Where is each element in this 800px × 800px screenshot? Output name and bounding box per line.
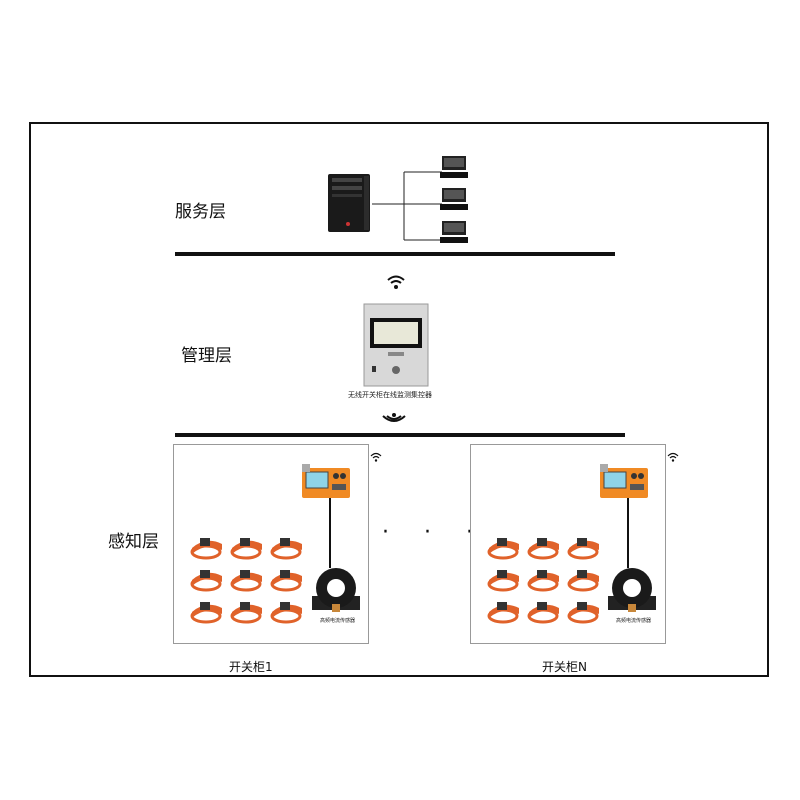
temperature-sensor-icon bbox=[190, 538, 222, 560]
temperature-sensor-icon bbox=[230, 570, 262, 592]
temperature-sensor-icon bbox=[487, 538, 519, 560]
network-connector-lines bbox=[372, 171, 442, 241]
perception-layer-label: 感知层 bbox=[108, 532, 159, 552]
wifi-icon bbox=[387, 275, 405, 289]
cabinet-1-controller-device bbox=[302, 464, 350, 498]
wifi-icon bbox=[667, 452, 679, 462]
temperature-sensor-icon bbox=[487, 570, 519, 592]
workstation-icon bbox=[440, 156, 468, 178]
cabinet-n-current-transformer bbox=[608, 568, 656, 612]
service-layer-divider bbox=[175, 252, 615, 256]
temperature-sensor-icon bbox=[190, 602, 222, 624]
management-layer-label: 管理层 bbox=[181, 346, 232, 366]
temperature-sensor-icon bbox=[527, 538, 559, 560]
diagram-frame bbox=[29, 122, 769, 677]
cabinet-1-ct-caption: 高频电流传感器 bbox=[320, 618, 356, 624]
service-layer-label: 服务层 bbox=[175, 202, 226, 222]
controller-caption: 无线开关柜在线监测集控器 bbox=[348, 391, 432, 399]
wifi-icon bbox=[370, 452, 382, 462]
management-layer-divider bbox=[175, 433, 625, 437]
workstation-icon bbox=[440, 188, 468, 210]
cabinet-1-sensor-grid bbox=[190, 538, 302, 624]
cabinet-n-ct-caption: 高频电流传感器 bbox=[616, 618, 652, 624]
cabinet-1-cable bbox=[329, 498, 331, 568]
controller-panel-device bbox=[363, 303, 429, 387]
cabinet-n-sensor-grid bbox=[487, 538, 599, 624]
cabinet-n-controller-device bbox=[600, 464, 648, 498]
server-tower-icon bbox=[328, 174, 370, 232]
temperature-sensor-icon bbox=[527, 602, 559, 624]
cabinet-n-label: 开关柜N bbox=[542, 660, 587, 674]
temperature-sensor-icon bbox=[230, 602, 262, 624]
temperature-sensor-icon bbox=[527, 570, 559, 592]
temperature-sensor-icon bbox=[567, 538, 599, 560]
temperature-sensor-icon bbox=[567, 602, 599, 624]
temperature-sensor-icon bbox=[270, 570, 302, 592]
wireless-down-icon bbox=[382, 413, 406, 422]
temperature-sensor-icon bbox=[190, 570, 222, 592]
ellipsis: · · · bbox=[382, 520, 487, 545]
temperature-sensor-icon bbox=[270, 538, 302, 560]
temperature-sensor-icon bbox=[230, 538, 262, 560]
cabinet-1-label: 开关柜1 bbox=[229, 660, 273, 674]
workstation-icon bbox=[440, 221, 468, 243]
temperature-sensor-icon bbox=[567, 570, 599, 592]
cabinet-1-current-transformer bbox=[312, 568, 360, 612]
cabinet-n-cable bbox=[627, 498, 629, 568]
temperature-sensor-icon bbox=[487, 602, 519, 624]
temperature-sensor-icon bbox=[270, 602, 302, 624]
